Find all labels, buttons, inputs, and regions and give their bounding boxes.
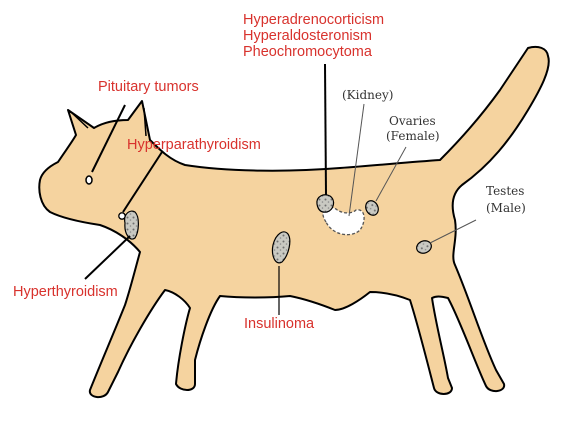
kidney-outline-icon	[322, 206, 365, 236]
ear-inner-detail	[143, 107, 147, 137]
label-adrenal-line3: Pheochromocytoma	[243, 44, 373, 60]
ovary-icon	[365, 200, 379, 216]
leader-line-adrenal	[324, 63, 327, 196]
label-testes-line1: Testes	[486, 184, 524, 198]
label-adrenal-line1: Hyperadrenocorticism	[243, 12, 384, 28]
label-ovaries-line1: Ovaries	[389, 114, 436, 128]
label-parathyroid: Hyperparathyroidism	[127, 137, 261, 153]
pancreas-icon	[271, 231, 291, 264]
label-adrenal-line2: Hyperaldosteronism	[243, 28, 372, 44]
label-insulinoma: Insulinoma	[244, 316, 315, 332]
leader-line-parathyroid	[122, 151, 163, 213]
cat-body-silhouette	[38, 45, 550, 398]
leader-line-thyroid	[84, 235, 131, 280]
ear-inner-detail	[71, 112, 89, 129]
testis-icon	[416, 240, 432, 254]
thyroid-gland-icon	[124, 210, 139, 240]
leader-line-pituitary	[91, 104, 126, 173]
leader-line-ovaries	[375, 146, 407, 202]
label-kidney: (Kidney)	[342, 88, 393, 102]
label-pituitary: Pituitary tumors	[98, 79, 199, 95]
leader-line-testes	[429, 219, 477, 244]
pituitary-gland-icon	[85, 175, 93, 185]
label-testes-line2: (Male)	[486, 201, 526, 215]
adrenal-gland-icon	[316, 194, 335, 213]
label-thyroid: Hyperthyroidism	[13, 284, 118, 300]
leader-line-kidney	[348, 103, 365, 217]
label-ovaries-line2: (Female)	[386, 129, 440, 143]
